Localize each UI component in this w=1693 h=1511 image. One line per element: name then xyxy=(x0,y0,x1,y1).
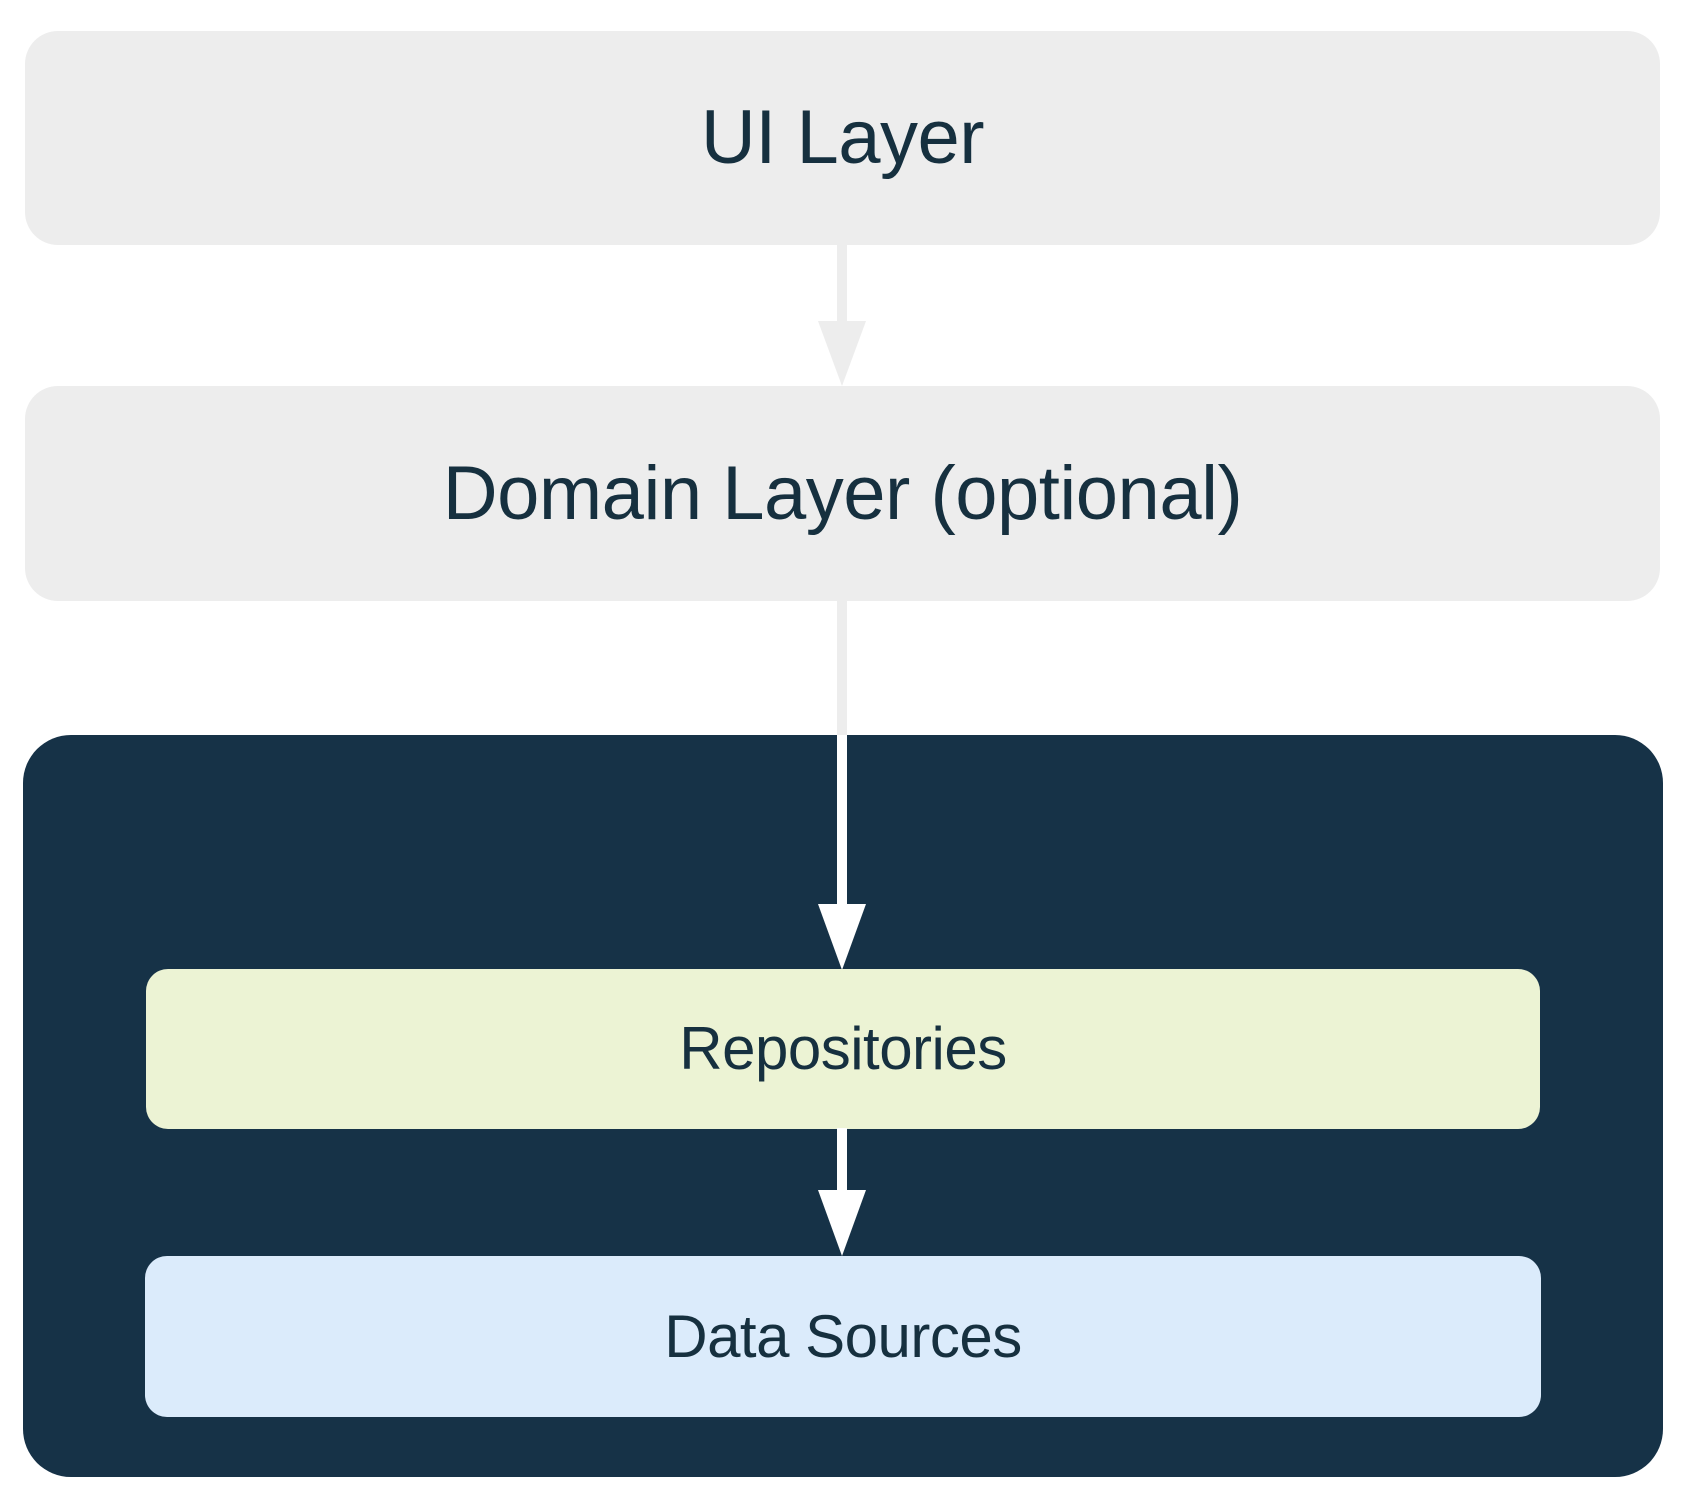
repositories-box: Repositories xyxy=(146,969,1540,1129)
data-sources-label: Data Sources xyxy=(664,1302,1022,1370)
repositories-label: Repositories xyxy=(679,1015,1007,1082)
ui-layer-label: UI Layer xyxy=(700,95,985,180)
arrow-domain-to-repositories-stem-outer xyxy=(837,601,847,736)
arrow-stem xyxy=(837,245,847,322)
ui-layer-box: UI Layer xyxy=(25,31,1660,245)
data-sources-box: Data Sources xyxy=(145,1256,1541,1417)
arrow-ui-to-domain-icon xyxy=(818,245,866,386)
data-layer-label: Data Layer xyxy=(168,1480,535,1511)
domain-layer-box: Domain Layer (optional) xyxy=(25,386,1660,601)
domain-layer-label: Domain Layer (optional) xyxy=(442,450,1243,536)
arrow-head xyxy=(818,321,866,386)
